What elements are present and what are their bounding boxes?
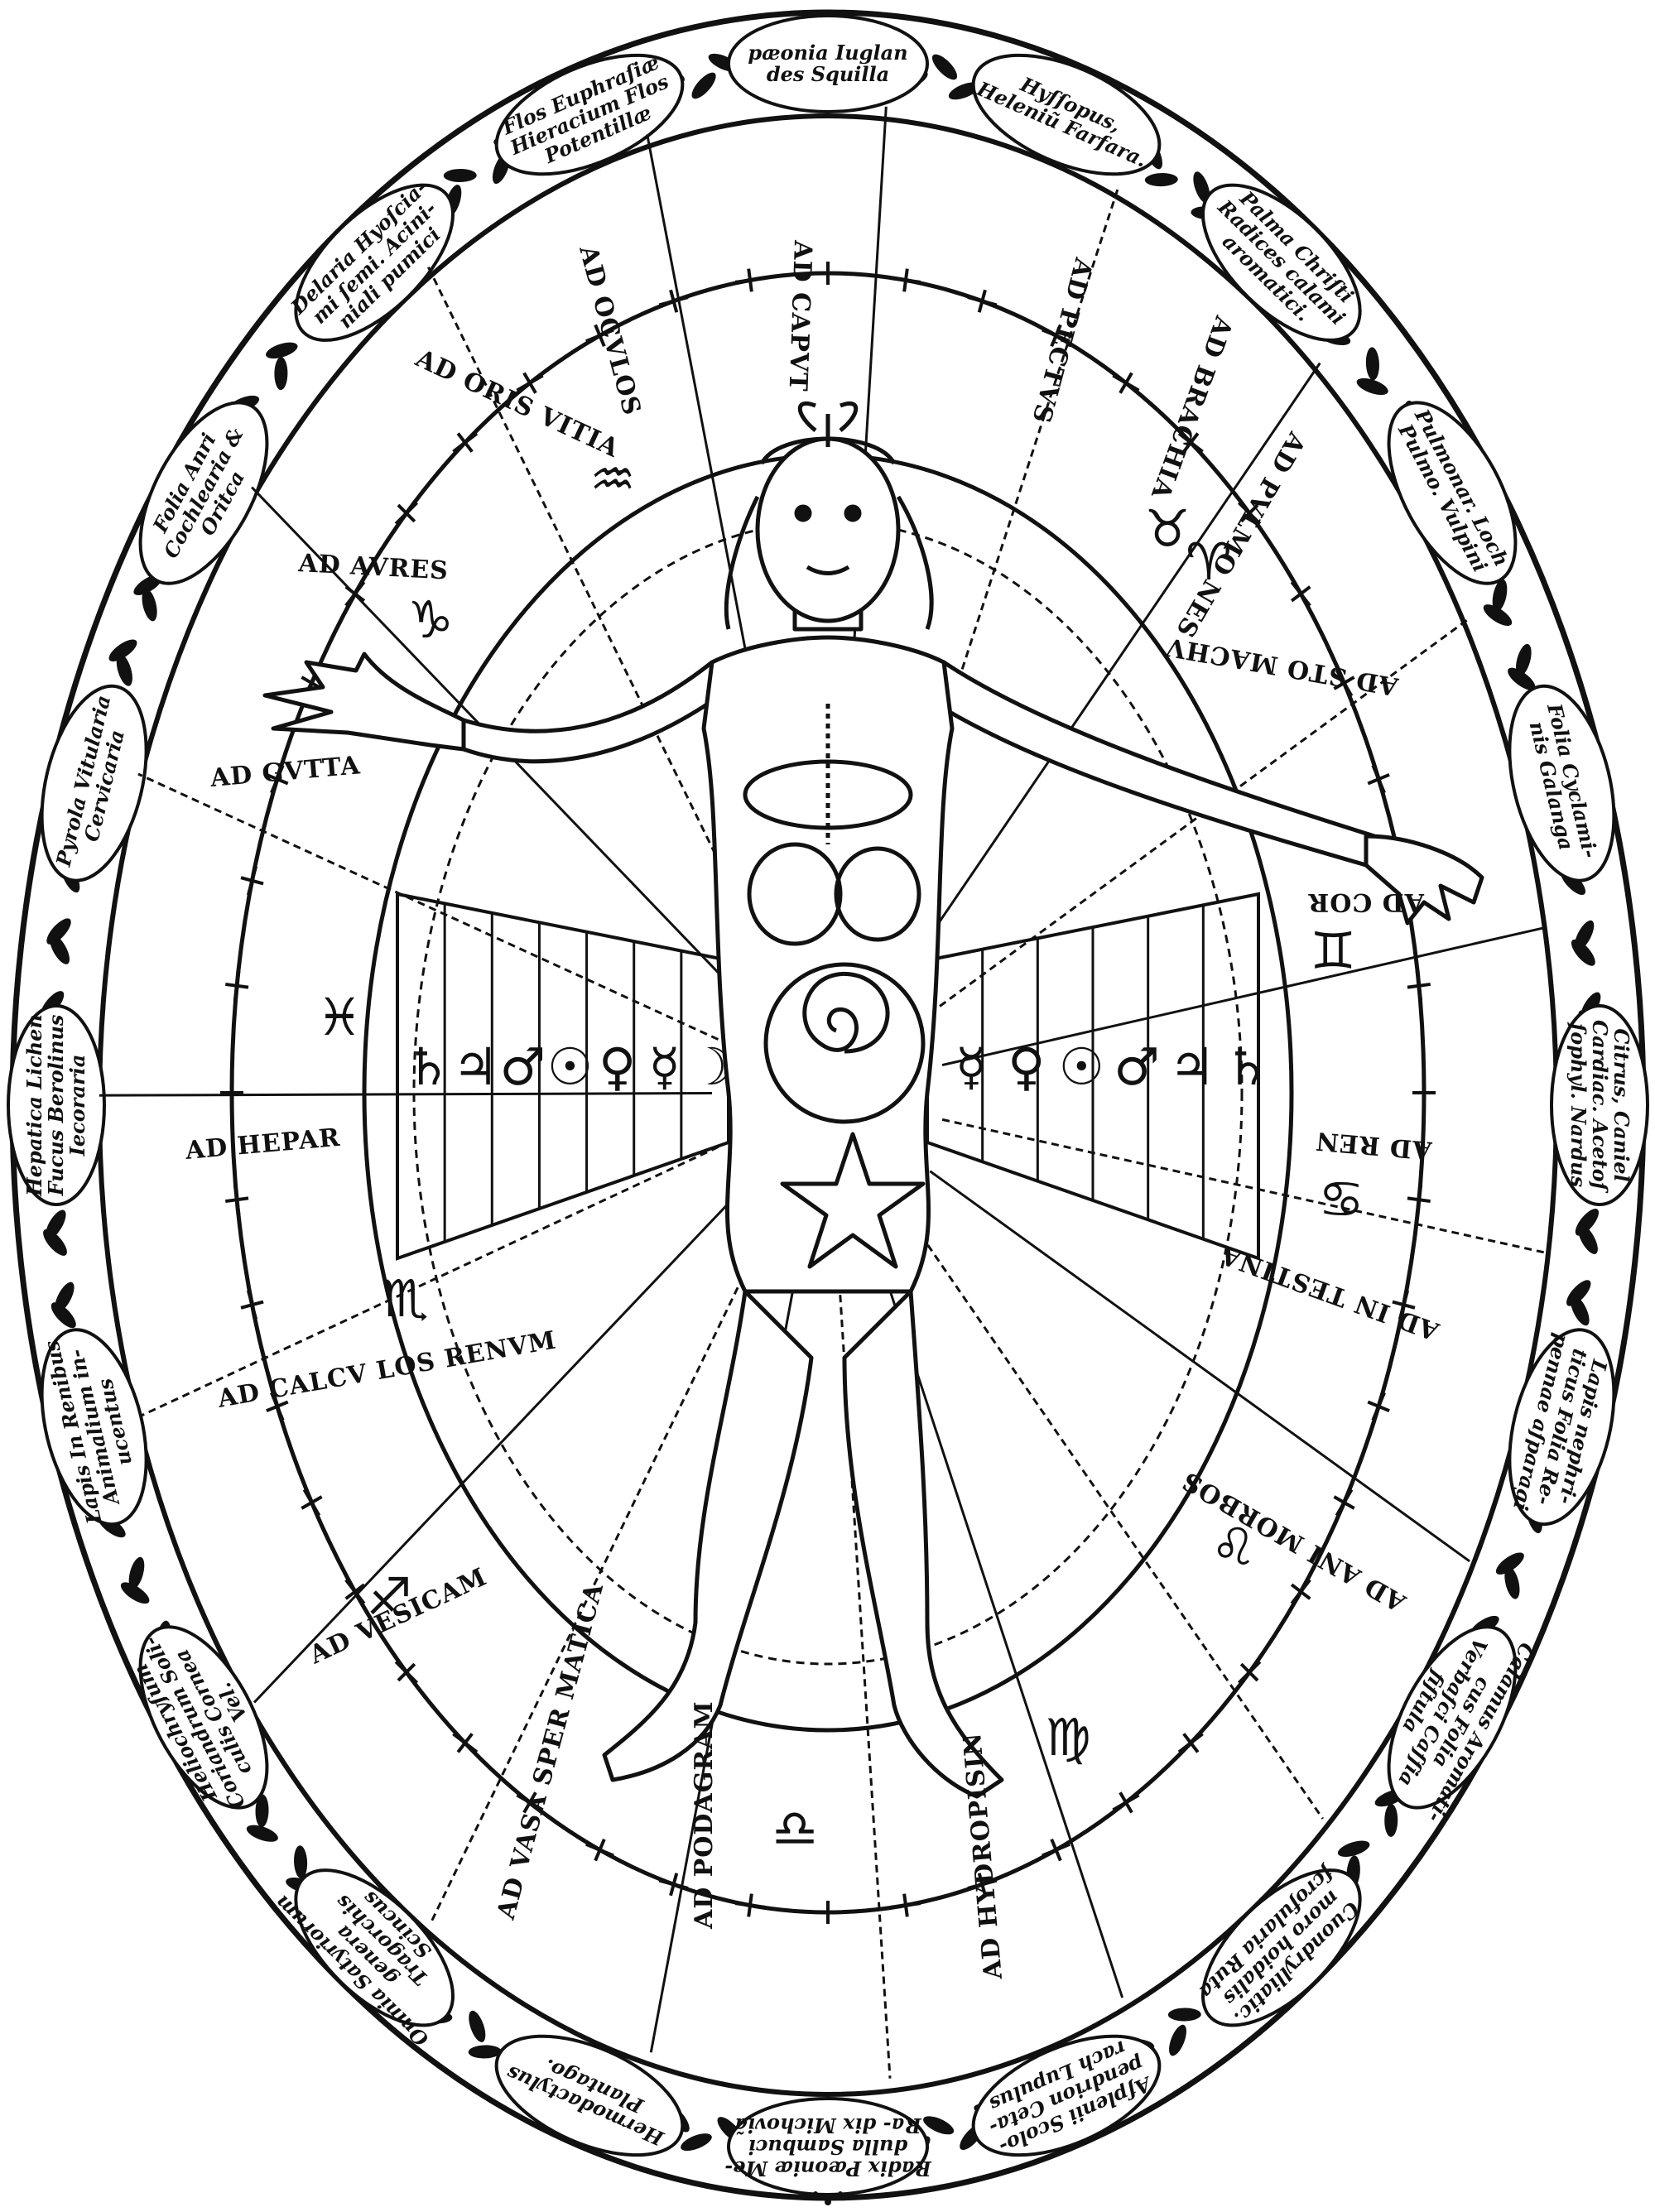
wreath-leaf (293, 1845, 308, 1879)
cross-mark (581, 1834, 618, 1867)
wreath-leaf (928, 50, 960, 84)
region-label: AD ORIS VITIA (411, 344, 624, 464)
planet-symbol: ♀ (599, 1036, 636, 1097)
wreath-leaf (1166, 2022, 1191, 2058)
cross-mark (734, 267, 766, 293)
planet-symbol: ♄ (405, 1036, 451, 1097)
planet-symbol: ☉ (1059, 1036, 1105, 1097)
region-label: AD COR (1307, 887, 1425, 916)
region-label: AD OCVLOS (573, 242, 647, 419)
cross-mark (387, 494, 425, 531)
wreath-leaf (465, 2008, 488, 2044)
zodiac-symbol: ♓ (316, 987, 363, 1047)
cross-mark (224, 969, 250, 1002)
zodiac-symbol: ♎ (772, 1798, 818, 1859)
planet-symbol: ♂ (1114, 1036, 1160, 1097)
planet-symbol: ♂ (499, 1036, 546, 1097)
cross-mark (1406, 969, 1432, 1002)
region-label: AD REN (1314, 1126, 1433, 1165)
planet-symbol: ♀ (1008, 1036, 1045, 1097)
region-label: AD HEPAR (184, 1123, 342, 1166)
wreath-leaf (678, 2130, 714, 2155)
wreath-leaf (1384, 1804, 1398, 1837)
region-label: AD CAPVT (783, 239, 817, 392)
planet-symbol: ♃ (452, 1036, 498, 1097)
region-label: AD GVTTA (209, 751, 362, 793)
herb-label: Citrus, CanielCardiac. Acetoſſophyl. Nar… (1566, 1020, 1633, 1194)
region-label: AD PODAGRAM (690, 1700, 719, 1930)
cross-mark (294, 1483, 329, 1521)
region-label: AD HYDROPISIN (958, 1731, 1008, 1981)
cross-mark (1282, 575, 1319, 613)
cross-mark (1282, 1573, 1319, 1611)
zodiac-symbol: ♋ (1318, 1169, 1364, 1229)
region-label: AD STO MACHV (1163, 632, 1401, 701)
wreath-leaf (1168, 2008, 1201, 2021)
cross-mark (657, 1869, 691, 1899)
cross-mark (889, 267, 921, 293)
cross-mark (1406, 1184, 1432, 1216)
cross-mark (813, 1901, 843, 1924)
cross-mark (237, 1287, 267, 1322)
region-label: AD IN TESTINA (1216, 1239, 1444, 1345)
cross-mark (1362, 761, 1395, 797)
wreath-leaf (1145, 173, 1178, 187)
planet-symbol: ♄ (1224, 1036, 1271, 1097)
zodiac-symbol: ♑ (407, 589, 454, 650)
cross-mark (734, 1892, 766, 1918)
zodiac-symbol: ♉ (1144, 498, 1191, 559)
cross-mark (1230, 1653, 1268, 1690)
cross-mark (657, 286, 691, 316)
region-label: AD VASA SPER MATICA (492, 1580, 610, 1923)
wreath-leaf (1365, 347, 1380, 381)
region-label: AD AVRES (297, 549, 450, 586)
zodiac-symbol: ♊ (1310, 921, 1356, 981)
cross-mark (1362, 1388, 1395, 1425)
cross-mark (813, 262, 843, 285)
cross-mark (224, 1184, 250, 1216)
cross-mark (1412, 1078, 1436, 1108)
herb-label: Radix Pæoniæ Me-dulla SambuciRa- dix Mic… (724, 2113, 931, 2181)
zodiac-symbol: ♏ (382, 1268, 429, 1329)
wreath-leaf (274, 357, 287, 390)
cross-mark (1326, 1483, 1361, 1521)
planet-symbol: ☿ (649, 1036, 681, 1097)
cross-mark (889, 1892, 921, 1918)
wreath-leaf (921, 2113, 956, 2138)
planet-symbol: ♃ (1169, 1036, 1215, 1097)
zodiac-symbol: ♍ (1045, 1707, 1091, 1767)
cross-mark (965, 286, 999, 316)
cross-mark (387, 1653, 425, 1690)
radial-ray (942, 1119, 1547, 1253)
planet-symbol: ☿ (955, 1036, 987, 1097)
region-label: AD BRACHIA (1145, 311, 1239, 503)
cross-mark (220, 1078, 243, 1108)
region-label: AD PECTVS (1026, 254, 1098, 426)
radial-ray (254, 1195, 737, 1702)
radial-ray (138, 774, 719, 1040)
cross-mark (237, 863, 267, 898)
planet-symbol: ☉ (547, 1036, 594, 1097)
wreath-leaf (444, 169, 477, 182)
wreath-leaf (688, 69, 720, 103)
